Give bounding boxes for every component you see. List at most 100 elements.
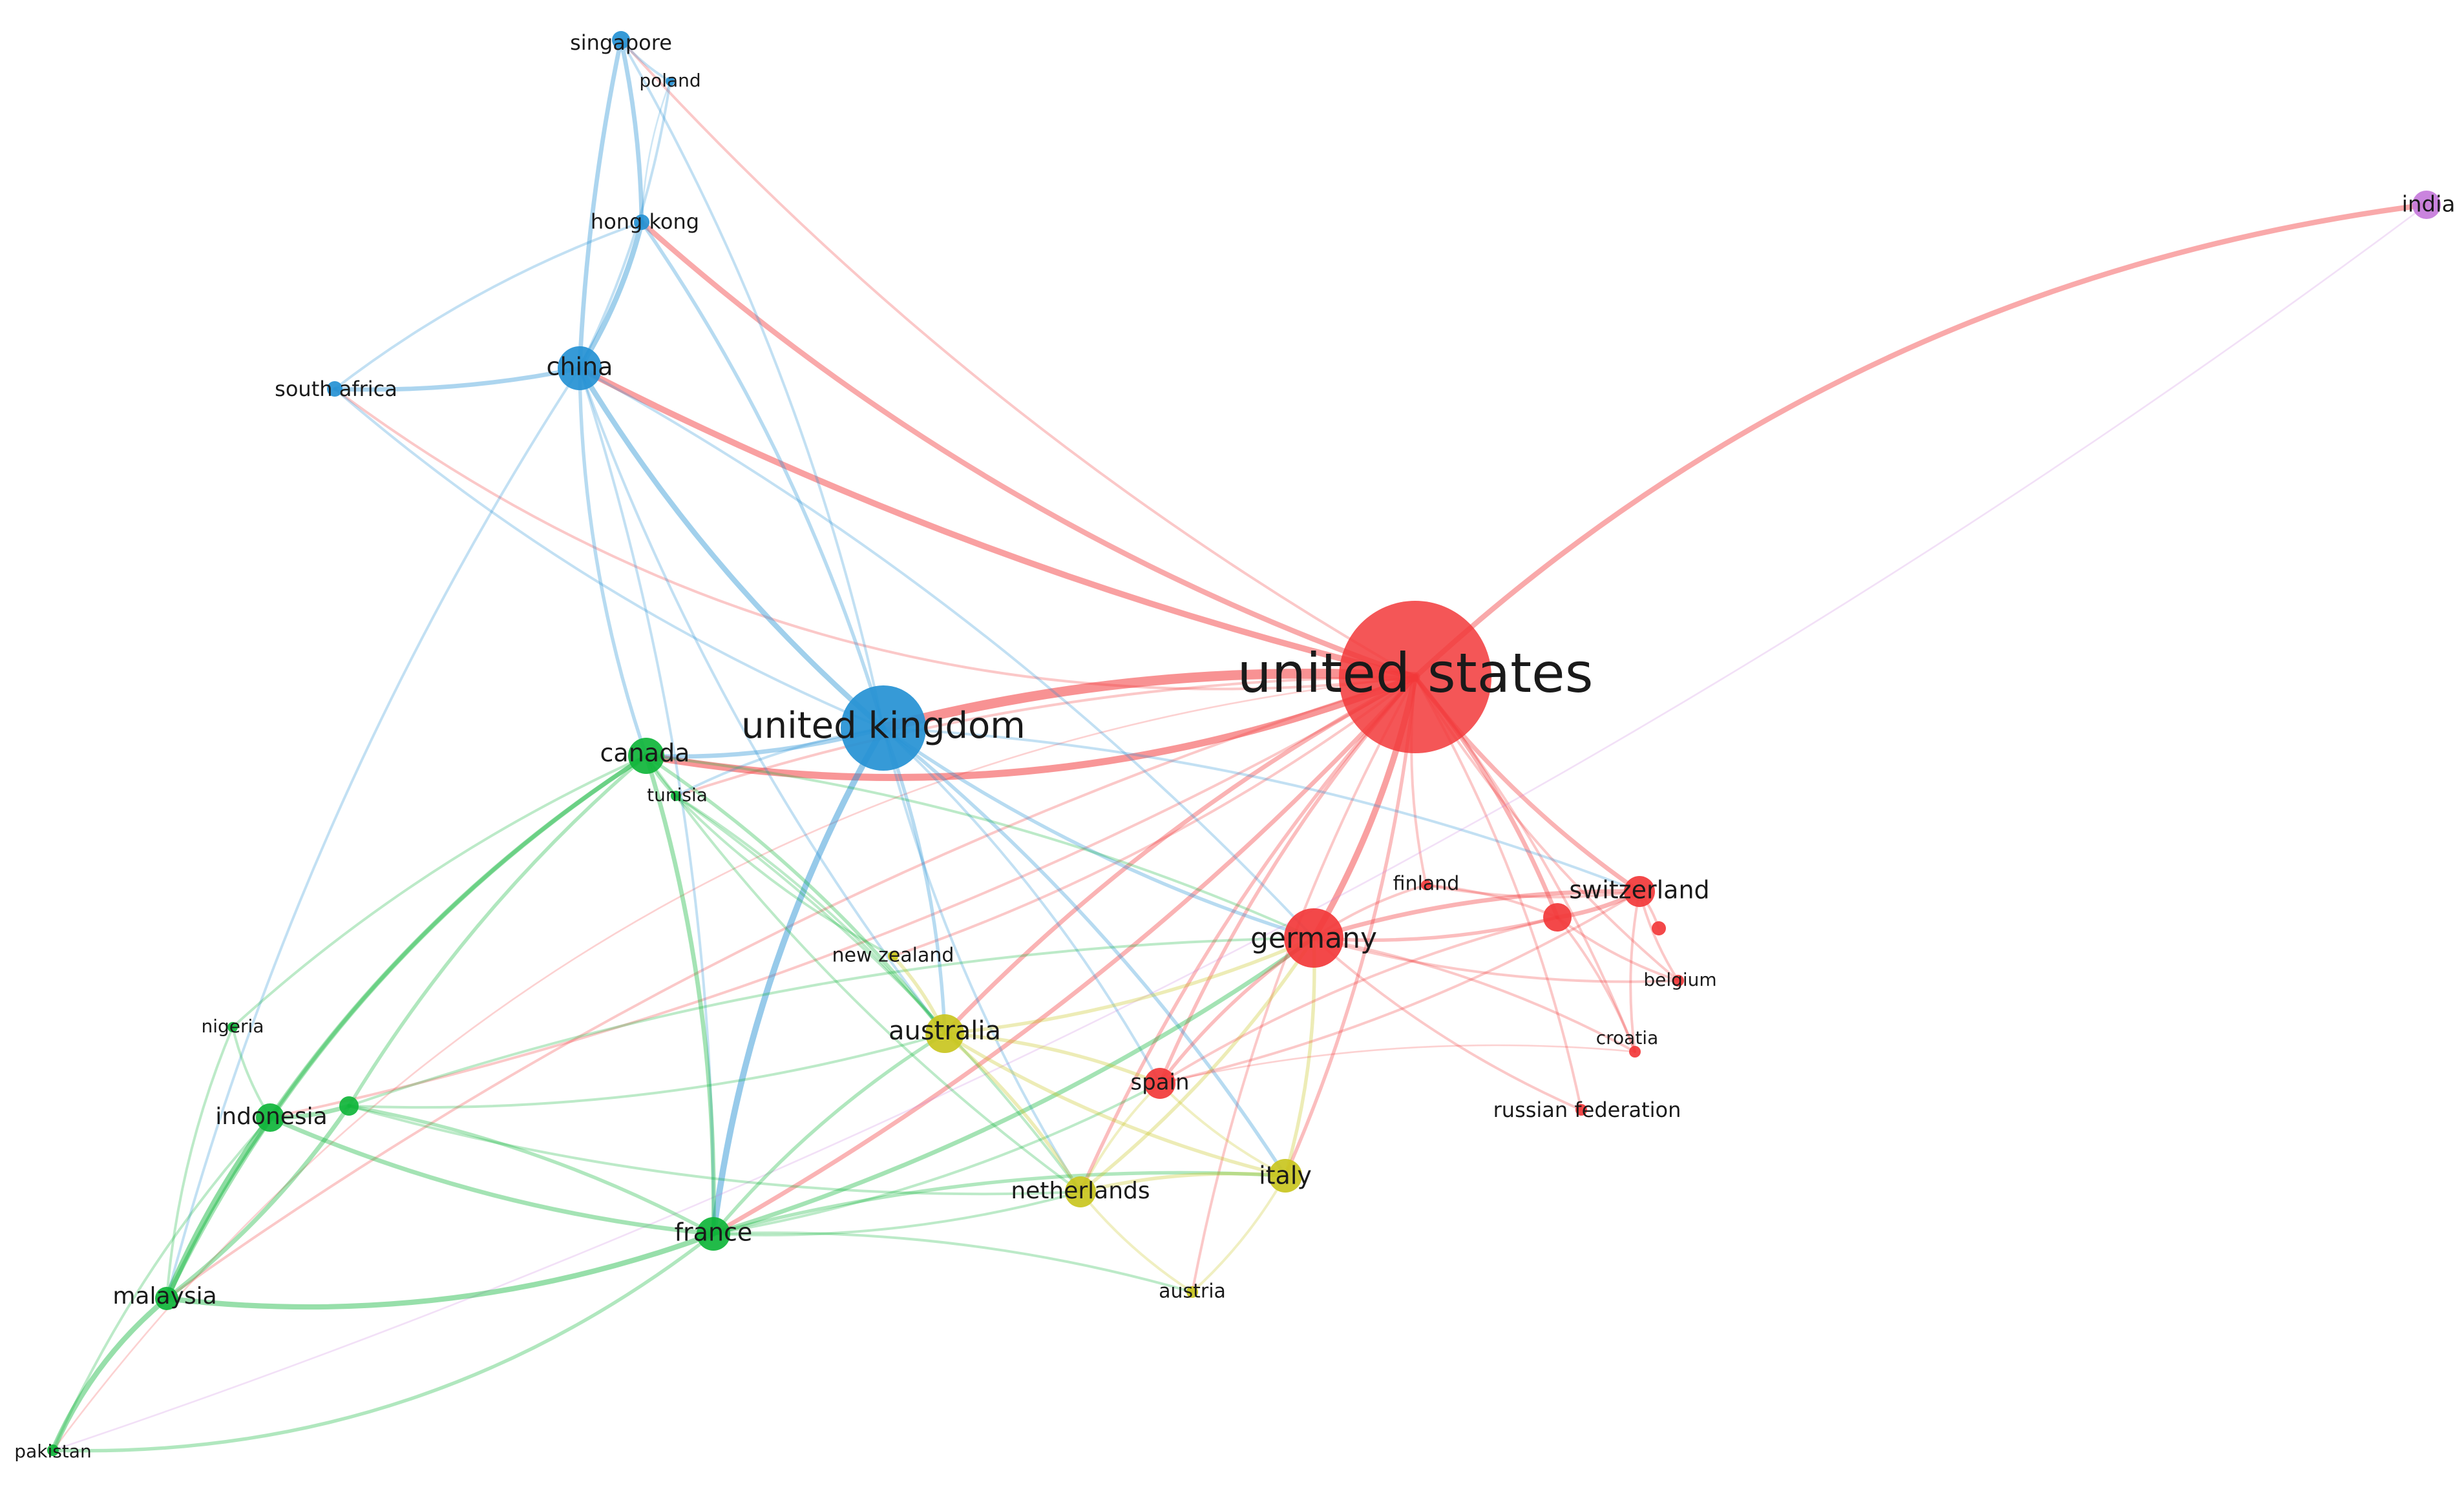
label-france: france xyxy=(675,1218,753,1247)
node-spain[interactable] xyxy=(1144,1068,1175,1099)
node-belgium[interactable] xyxy=(1672,975,1684,986)
link-united-states-new-zealand xyxy=(892,676,1416,957)
link-indonesia-malaysia xyxy=(163,1114,273,1302)
node-unlabeled-red[interactable] xyxy=(1543,903,1572,932)
node-united-states[interactable] xyxy=(1339,601,1491,753)
network-links xyxy=(50,37,2430,1454)
label-malaysia: malaysia xyxy=(112,1283,216,1309)
link-united-states-pakistan xyxy=(52,676,1416,1452)
link-united-states-united-kingdom xyxy=(878,669,1420,733)
link-france-austria xyxy=(712,1231,1194,1293)
node-switzerland[interactable] xyxy=(1624,876,1655,907)
label-netherlands: netherlands xyxy=(1011,1178,1150,1204)
label-china: china xyxy=(547,353,613,381)
link-italy-spain xyxy=(1159,1082,1287,1177)
link-china-south-africa xyxy=(332,366,582,392)
link-france-italy xyxy=(711,1171,1287,1236)
node-india[interactable] xyxy=(2412,191,2441,219)
link-canada-malaysia xyxy=(164,753,649,1301)
label-nigeria: nigeria xyxy=(202,1016,264,1037)
label-croatia: croatia xyxy=(1596,1027,1659,1048)
label-indonesia: indonesia xyxy=(215,1103,327,1130)
link-france-netherlands xyxy=(712,1191,1082,1236)
label-austria: austria xyxy=(1159,1280,1226,1303)
label-south-africa: south africa xyxy=(275,377,397,401)
link-netherlands-austria xyxy=(1079,1191,1194,1293)
node-austria[interactable] xyxy=(1186,1286,1198,1298)
link-netherlands-spain xyxy=(1079,1082,1161,1193)
link-hong-kong-south-africa xyxy=(333,221,643,390)
link-malaysia-nigeria xyxy=(165,1026,234,1300)
node-netherlands[interactable] xyxy=(1065,1176,1096,1207)
node-pakistan[interactable] xyxy=(47,1444,59,1456)
link-netherlands-italy xyxy=(1079,1172,1287,1194)
link-germany-croatia xyxy=(1312,937,1636,1053)
link-united-kingdom-france xyxy=(710,725,887,1237)
node-indonesia[interactable] xyxy=(256,1103,284,1132)
node-australia[interactable] xyxy=(925,1014,964,1053)
link-germany-belgium xyxy=(1312,937,1680,983)
node-hong-kong[interactable] xyxy=(634,214,649,230)
link-canada-germany xyxy=(645,755,1315,939)
link-germany-unlabeled-red xyxy=(1312,915,1559,943)
link-united-kingdom-singapore xyxy=(620,39,885,729)
label-italy: italy xyxy=(1259,1162,1312,1190)
link-netherlands-germany xyxy=(1079,936,1316,1194)
node-germany[interactable] xyxy=(1284,908,1343,968)
link-canada-australia xyxy=(644,754,947,1036)
node-france[interactable] xyxy=(697,1217,730,1251)
link-canada-france xyxy=(644,753,716,1236)
link-canada-netherlands xyxy=(645,755,1082,1193)
label-singapore: singapore xyxy=(570,30,672,55)
node-malaysia[interactable] xyxy=(155,1287,178,1310)
label-belgium: belgium xyxy=(1643,969,1716,990)
label-poland: poland xyxy=(639,70,700,91)
node-finland[interactable] xyxy=(1421,880,1431,890)
link-china-malaysia xyxy=(165,367,581,1300)
node-new-zealand[interactable] xyxy=(888,951,898,961)
link-china-germany xyxy=(578,367,1315,939)
link-united-kingdom-switzerland xyxy=(882,727,1641,893)
node-croatia[interactable] xyxy=(1629,1046,1641,1058)
link-united-kingdom-germany xyxy=(881,726,1316,940)
node-china[interactable] xyxy=(558,346,602,390)
link-united-states-france xyxy=(711,674,1418,1236)
link-australia-spain xyxy=(943,1032,1162,1085)
link-united-kingdom-china xyxy=(576,365,887,731)
label-canada: canada xyxy=(600,739,690,767)
label-hong-kong: hong kong xyxy=(591,209,699,234)
link-unlabeled-red-finland xyxy=(1425,884,1559,919)
link-italy-austria xyxy=(1191,1174,1287,1293)
node-united-kingdom[interactable] xyxy=(841,685,926,771)
link-france-australia xyxy=(711,1032,947,1236)
link-united-states-hong-kong xyxy=(638,219,1418,680)
node-poland[interactable] xyxy=(666,77,675,86)
link-switzerland-croatia xyxy=(1629,890,1641,1053)
link-tunisia-new-zealand xyxy=(675,795,894,957)
label-india: india xyxy=(2402,192,2456,218)
link-unlabeled-green-netherlands xyxy=(348,1105,1082,1196)
link-india-pakistan xyxy=(52,203,2428,1452)
node-south-africa[interactable] xyxy=(327,381,342,397)
node-tunisia[interactable] xyxy=(671,791,681,801)
node-canada[interactable] xyxy=(628,738,664,774)
node-unlabeled-green[interactable] xyxy=(339,1096,359,1116)
link-unlabeled-green-australia xyxy=(348,1032,946,1109)
link-malaysia-unlabeled-green xyxy=(164,1103,352,1301)
link-italy-germany xyxy=(1283,936,1316,1178)
node-russian-federation[interactable] xyxy=(1575,1104,1587,1116)
link-malaysia-pakistan xyxy=(50,1295,170,1454)
node-nigeria[interactable] xyxy=(227,1022,238,1032)
link-spain-croatia xyxy=(1159,1044,1636,1085)
label-switzerland: switzerland xyxy=(1569,876,1709,904)
node-unlabeled-red-small[interactable] xyxy=(1652,921,1666,935)
link-united-states-india xyxy=(1412,202,2430,680)
node-singapore[interactable] xyxy=(612,31,630,49)
link-china-australia xyxy=(578,367,946,1035)
label-pakistan: pakistan xyxy=(14,1441,91,1462)
link-china-singapore xyxy=(577,37,624,371)
link-united-states-netherlands xyxy=(1079,675,1417,1194)
node-italy[interactable] xyxy=(1269,1159,1302,1193)
